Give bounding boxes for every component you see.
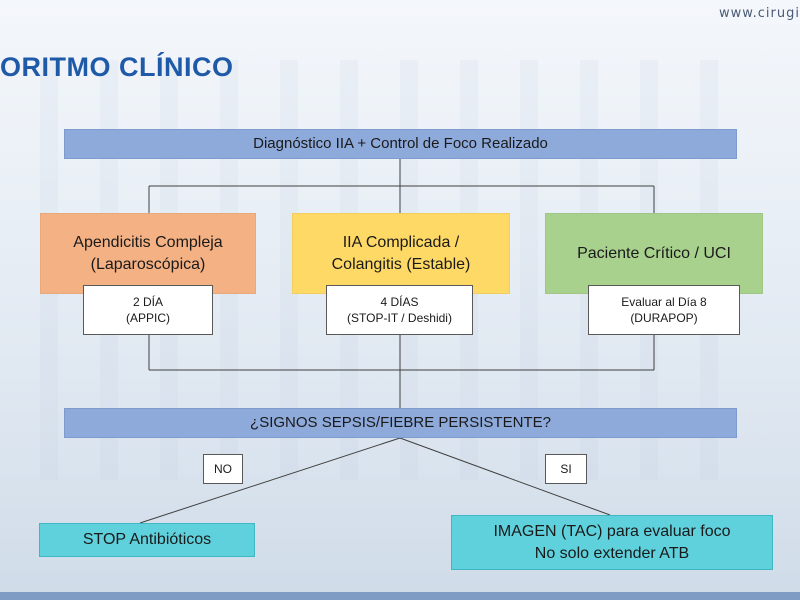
connector-no-branch xyxy=(139,437,401,524)
start-node-label: Diagnóstico IIA + Control de Foco Realiz… xyxy=(253,134,548,152)
branch-3-line-1: Paciente Crítico / UCI xyxy=(577,244,731,262)
branch-node-critical-patient: Paciente Crítico / UCI xyxy=(545,213,763,294)
connector-yes-branch xyxy=(399,437,611,516)
duration-1-line-1: 2 DÍA xyxy=(132,294,163,309)
branch-2-line-1: IIA Complicada / xyxy=(342,233,460,251)
decision-node: ¿SIGNOS SEPSIS/FIEBRE PERSISTENTE? xyxy=(64,408,737,438)
outcome-imaging: IMAGEN (TAC) para evaluar foco No solo e… xyxy=(451,515,773,570)
branch-1-line-2: (Laparoscópica) xyxy=(90,255,206,273)
branch-node-complex-appendicitis: Apendicitis Compleja (Laparoscópica) xyxy=(40,213,256,294)
outcome-stop-antibiotics: STOP Antibióticos xyxy=(39,523,255,557)
slide-title: ORITMO CLÍNICO xyxy=(0,52,234,82)
start-node: Diagnóstico IIA + Control de Foco Realiz… xyxy=(64,129,737,159)
yes-label: SI xyxy=(560,461,572,476)
outcome-no-label: STOP Antibióticos xyxy=(82,531,212,549)
duration-3-line-2: (DURAPOP) xyxy=(630,311,698,325)
branch-1-line-1: Apendicitis Compleja xyxy=(73,233,223,251)
duration-1-line-2: (APPIC) xyxy=(125,311,170,325)
duration-2-line-1: 4 DÍAS xyxy=(380,294,419,309)
duration-note-3: Evaluar al Día 8 (DURAPOP) xyxy=(588,285,740,335)
branch-2-line-2: Colangitis (Estable) xyxy=(331,255,471,273)
duration-2-line-2: (STOP-IT / Deshidi) xyxy=(347,311,452,325)
branch-node-complicated-iia: IIA Complicada / Colangitis (Estable) xyxy=(292,213,510,294)
website-url: www.cirugi xyxy=(718,6,800,21)
outcome-yes-line-2: No solo extender ATB xyxy=(534,544,690,562)
footer-bar xyxy=(0,592,800,600)
no-label-box: NO xyxy=(203,454,243,484)
yes-label-box: SI xyxy=(545,454,587,484)
duration-note-1: 2 DÍA (APPIC) xyxy=(83,285,213,335)
decision-question: ¿SIGNOS SEPSIS/FIEBRE PERSISTENTE? xyxy=(250,413,551,431)
outcome-yes-line-1: IMAGEN (TAC) para evaluar foco xyxy=(493,522,731,540)
duration-3-line-1: Evaluar al Día 8 xyxy=(621,294,707,309)
duration-note-2: 4 DÍAS (STOP-IT / Deshidi) xyxy=(326,285,473,335)
no-label: NO xyxy=(214,461,232,476)
